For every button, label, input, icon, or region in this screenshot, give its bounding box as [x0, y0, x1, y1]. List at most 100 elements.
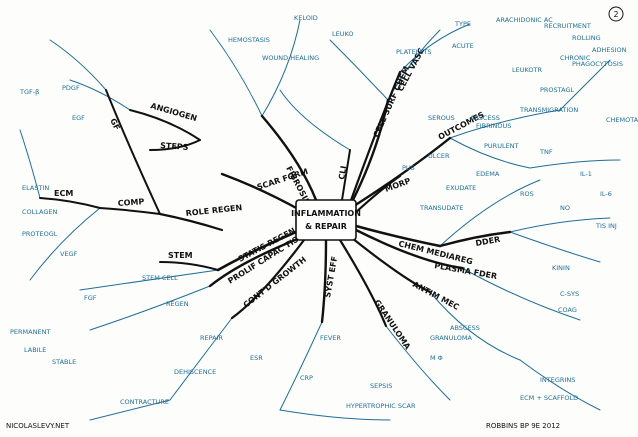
branches-layer — [39, 70, 512, 328]
note-arachidonic-ac-1: ARACHIDONIC AC — [496, 16, 553, 24]
note-elastin-24: ELASTIN — [22, 184, 49, 192]
note-tnf-8: TNF — [539, 148, 553, 156]
twigs-layer — [19, 19, 621, 421]
twig-line-22 — [519, 359, 601, 411]
central-title: INFLAMMATION — [291, 209, 361, 218]
central-topic: INFLAMMATION & REPAIR — [291, 199, 361, 241]
note-serous-43: SEROUS — [428, 114, 455, 122]
branch-line-statis-regen — [216, 230, 298, 272]
note-transmigration-49: TRANSMIGRATION — [519, 106, 578, 114]
note-exudate-37: EXUDATE — [446, 184, 476, 192]
twig-line-6 — [509, 217, 611, 233]
twig-line-10 — [385, 325, 451, 401]
branch-line-ecm — [39, 197, 101, 209]
note-keloid-55: KELOID — [294, 14, 318, 22]
twig-line-18 — [69, 79, 131, 111]
note-hypertrophic-scar-58: HYPERTROPHIC SCAR — [346, 402, 416, 410]
note-dehiscence-56: DEHISCENCE — [174, 368, 216, 376]
note-platelets-3: PLATELETS — [396, 48, 432, 56]
note-edema-39: EDEMA — [476, 170, 500, 178]
note-chemotaxis-50: CHEMOTAXIS — [606, 116, 638, 124]
note-ros-11: ROS — [520, 190, 534, 198]
twig-line-15 — [29, 207, 101, 281]
twig-line-4 — [449, 137, 531, 169]
branch-line-cell-vasc — [348, 70, 402, 205]
footer-left: NICOLASLEVY.NET — [6, 422, 70, 430]
note-permanent-34: PERMANENT — [10, 328, 50, 336]
branch-line-dder — [438, 230, 512, 248]
note-il-6-10: IL-6 — [600, 190, 612, 198]
note-kinin-14: KININ — [552, 264, 570, 272]
note-stem-cell-23: STEM CELL — [142, 274, 178, 282]
branch-label-antim-mec: ANTIM MEC — [411, 280, 461, 312]
twig-line-23 — [279, 409, 391, 421]
twig-line-21 — [279, 89, 351, 151]
branch-line-morp — [352, 174, 402, 216]
note-esr-21: ESR — [250, 354, 263, 362]
note-fibrinous-44: FIBRINOUS — [476, 122, 511, 130]
note-integrins-60: INTEGRINS — [540, 376, 575, 384]
note-wound-healing-54: WOUND HEALING — [262, 54, 319, 62]
twig-line-17 — [49, 39, 107, 91]
note-rolling-47: ROLLING — [572, 34, 601, 42]
branch-label-gf: GF — [108, 117, 121, 132]
branch-label-stem: STEM — [168, 251, 193, 260]
branch-line-outcomes — [352, 136, 452, 208]
twig-line-14 — [79, 269, 219, 291]
svg-text:2: 2 — [613, 10, 618, 19]
branch-line-angiogen — [129, 109, 201, 141]
branch-label-granuloma: GRANULOMA — [372, 298, 412, 352]
note-chronic-5: CHRONIC — [560, 54, 591, 62]
branch-line-steps — [149, 139, 201, 151]
note-leukotr-6: LEUKOTR — [512, 66, 542, 74]
note-transudate-38: TRANSUDATE — [419, 204, 463, 212]
note-leuko-2: LEUKO — [332, 30, 354, 38]
footer-right: ROBBINS BP 9E 2012 — [486, 422, 560, 430]
note-collagen-25: COLLAGEN — [22, 208, 58, 216]
page-number-circle: 2 — [608, 6, 624, 22]
twig-line-26 — [559, 59, 611, 111]
note-contracture-57: CONTRACTURE — [120, 398, 169, 406]
note-c-sys-15: C-SYS — [560, 290, 579, 298]
branch-line-gf — [105, 89, 161, 215]
note-ecm-scaffold-59: ECM + SCAFFOLD — [520, 394, 578, 402]
note-il-1-9: IL-1 — [580, 170, 592, 178]
central-subtitle: & REPAIR — [305, 222, 347, 231]
twig-line-7 — [509, 231, 601, 263]
branch-line-comp — [99, 207, 161, 215]
twig-line-20 — [261, 19, 301, 117]
note-acute-4: ACUTE — [452, 42, 474, 50]
branch-line-prolif-capac-tis — [208, 236, 302, 288]
twig-line-3 — [449, 109, 561, 139]
note-sepsis-22: SEPSIS — [370, 382, 392, 390]
note-no-12: NO — [560, 204, 570, 212]
central-box — [295, 199, 357, 241]
branch-line-role-regen — [158, 212, 224, 232]
twig-line-25 — [529, 159, 621, 169]
note-type-0: TYPE — [454, 20, 471, 28]
note-tgf-29: TGF-β — [19, 88, 39, 96]
branch-label-role-regen: ROLE REGEN — [185, 203, 242, 218]
branch-line-scar-form — [220, 172, 302, 212]
note-stable-33: STABLE — [52, 358, 76, 366]
note-regen-35: REGEN — [166, 300, 189, 308]
twig-line-11 — [279, 321, 323, 411]
note-hemostasis-53: HEMOSTASIS — [228, 36, 270, 44]
note-phagocytosis-51: PHAGOCYTOSIS — [572, 60, 623, 68]
branch-line-syst-eff — [320, 238, 328, 324]
branch-label-ecm: ECM — [54, 189, 73, 198]
note-labile-32: LABILE — [24, 346, 46, 354]
branch-line-cell-surf-chem — [350, 98, 390, 204]
branch-line-fibrosis — [260, 114, 318, 202]
note-abscess-52: ABSCESS — [450, 324, 480, 332]
note-crp-20: CRP — [300, 374, 313, 382]
note-granuloma-17: GRANULOMA — [430, 334, 472, 342]
note-pdgf-30: PDGF — [62, 84, 80, 92]
branch-line-antim-mec — [350, 236, 432, 294]
note-fever-19: FEVER — [320, 334, 341, 342]
note-egf-31: EGF — [72, 114, 85, 122]
note-prostagl-7: PROSTAGL — [540, 86, 575, 94]
branch-line-granuloma — [338, 238, 388, 328]
note-m-18: M Φ — [430, 354, 443, 362]
